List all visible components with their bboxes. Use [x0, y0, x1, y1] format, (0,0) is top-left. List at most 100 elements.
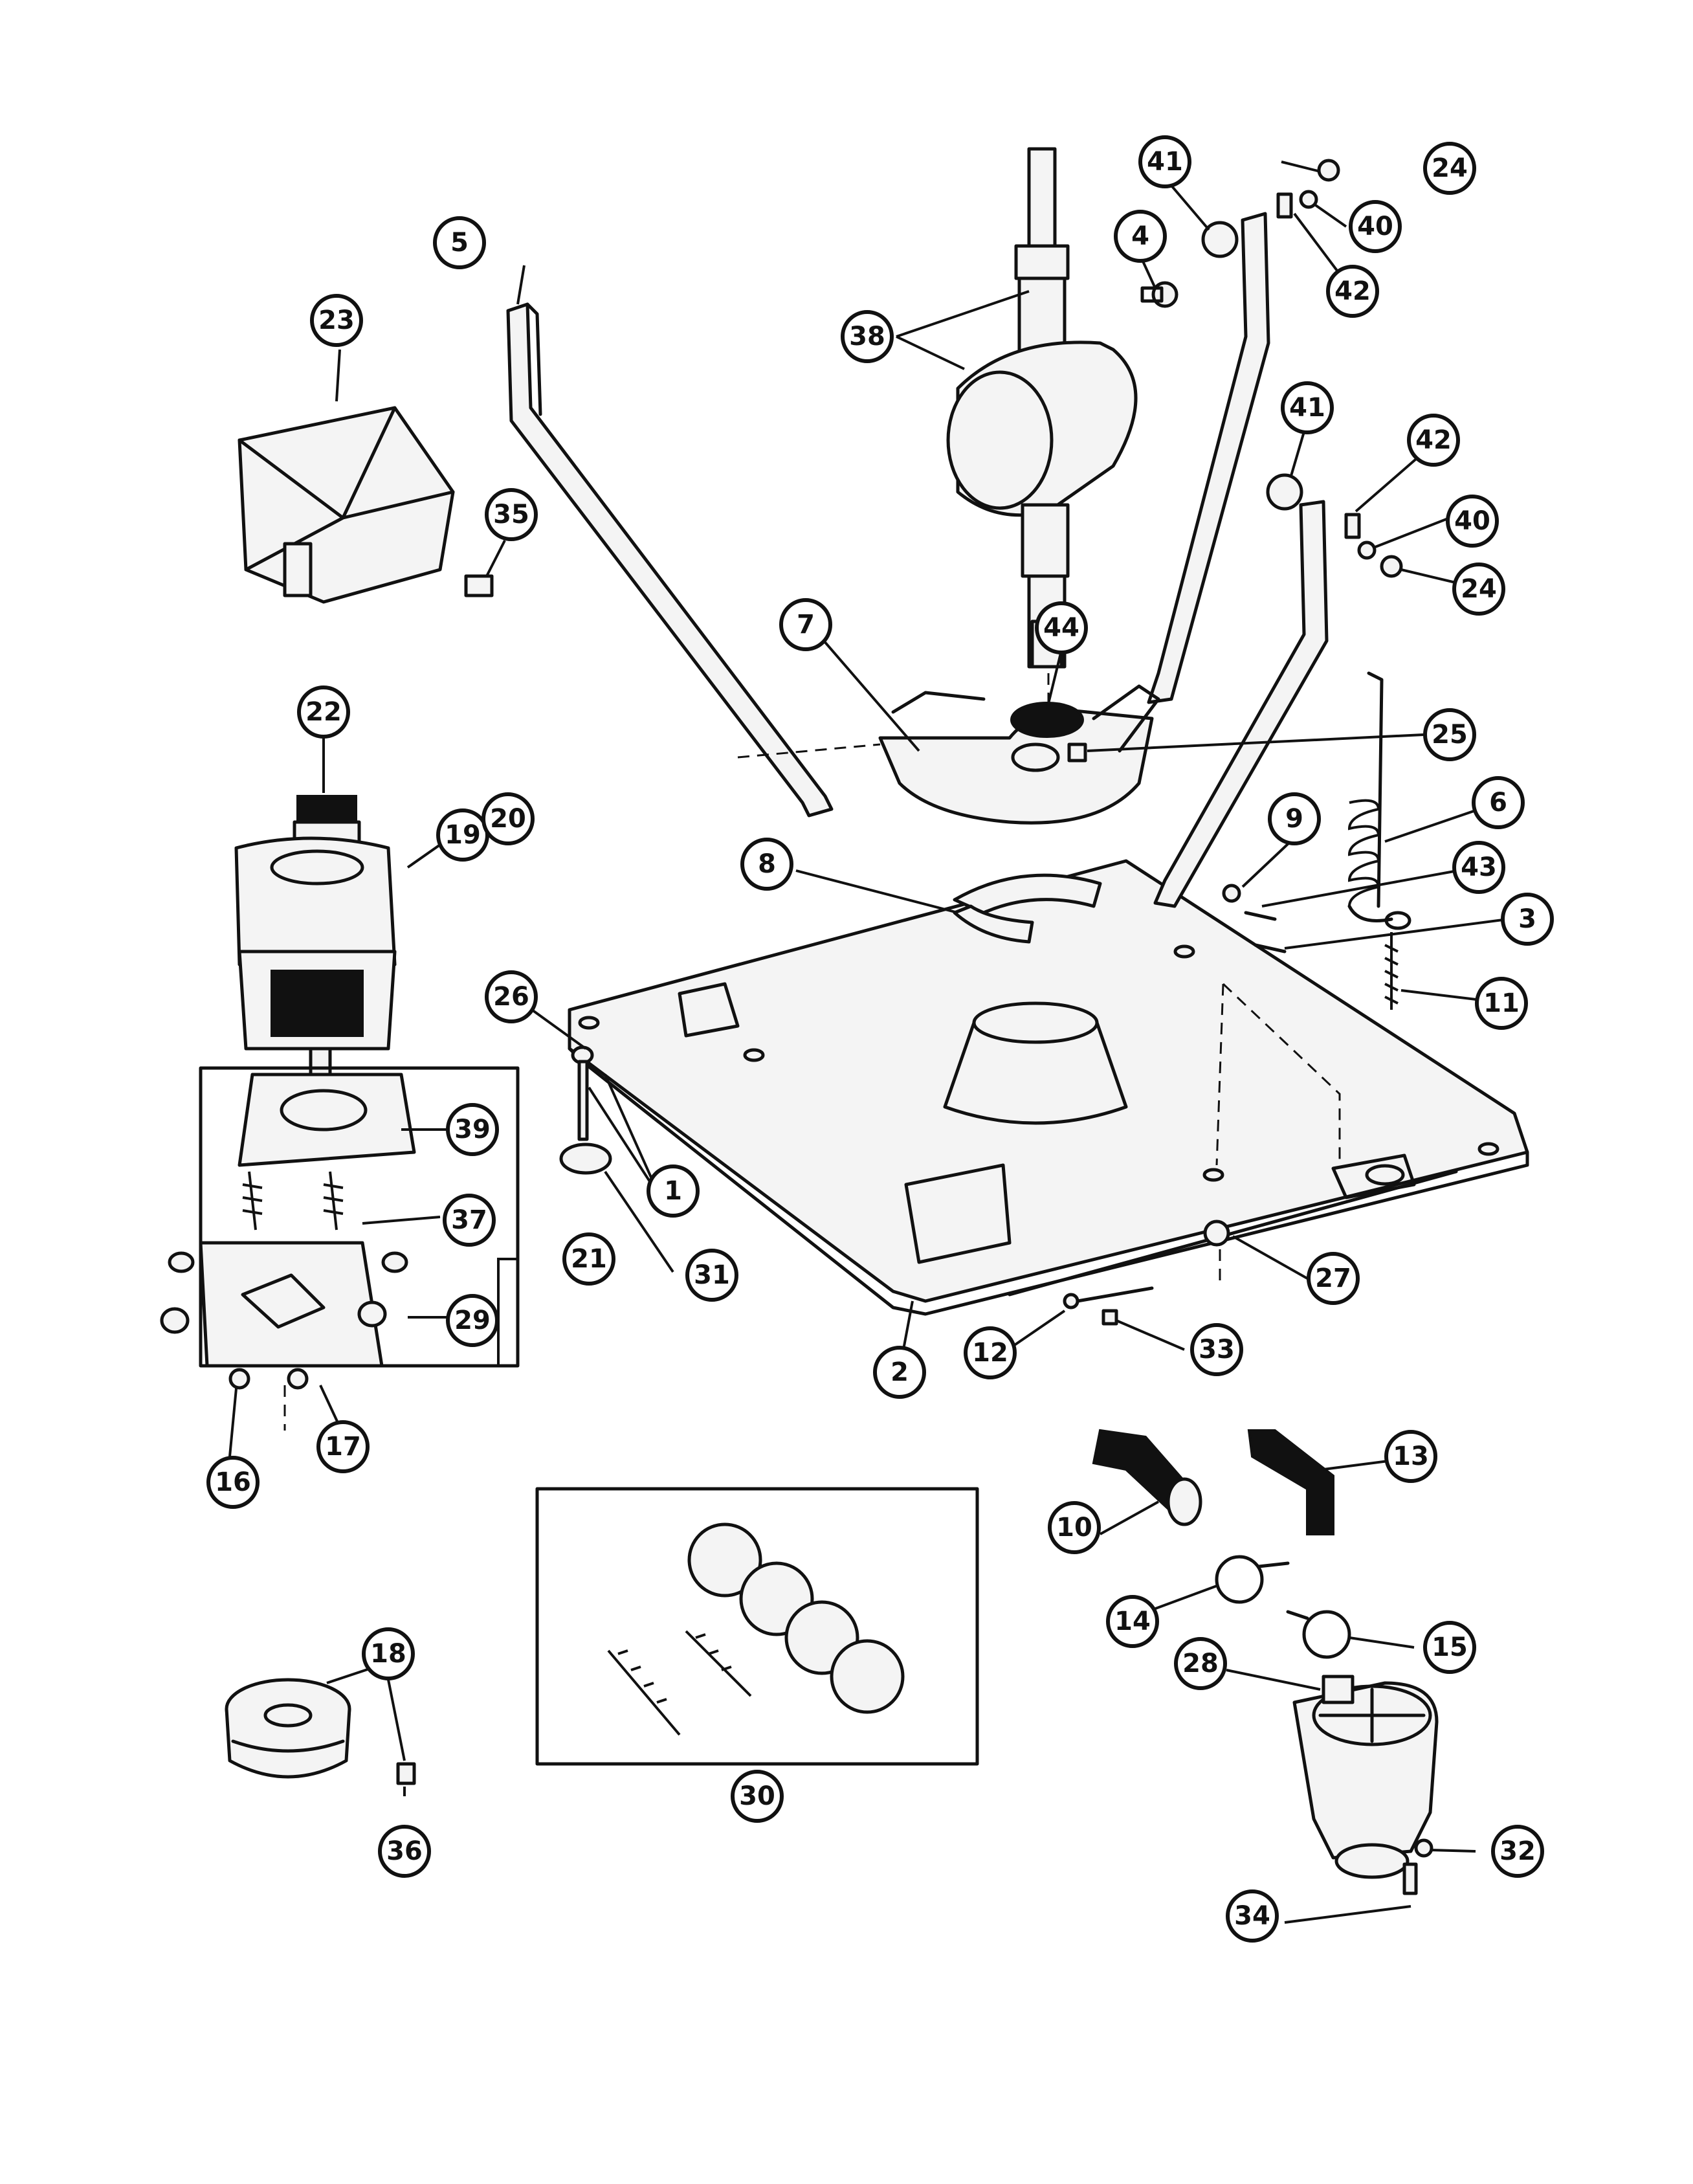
callout-23: 23 [310, 294, 363, 347]
callout-label: 7 [797, 610, 815, 640]
callout-17: 17 [316, 1420, 370, 1473]
callout-8: 8 [740, 838, 793, 891]
right-brace-upper [1147, 212, 1270, 704]
callout-label: 27 [1315, 1264, 1351, 1293]
callout-11: 11 [1475, 977, 1528, 1030]
callout-42-lower: 42 [1407, 414, 1460, 467]
callout-label: 5 [450, 228, 469, 258]
callout-label: 32 [1499, 1836, 1536, 1866]
callout-24-upper: 24 [1423, 142, 1476, 195]
callout-label: 13 [1393, 1442, 1429, 1471]
callout-label: 23 [318, 306, 355, 335]
callout-19: 19 [436, 808, 489, 862]
callout-label: 34 [1234, 1901, 1270, 1931]
callout-27: 27 [1307, 1252, 1360, 1305]
callout-40-upper: 40 [1349, 200, 1402, 253]
callout-label: 40 [1454, 506, 1490, 536]
callout-label: 26 [493, 982, 529, 1012]
callout-label: 1 [664, 1176, 682, 1206]
callout-label: 42 [1415, 425, 1452, 455]
callout-label: 29 [454, 1306, 491, 1335]
callout-26: 26 [485, 970, 538, 1023]
callout-14: 14 [1106, 1595, 1159, 1648]
callout-39: 39 [446, 1103, 499, 1156]
kit-box [535, 1487, 979, 1766]
callout-31: 31 [685, 1249, 738, 1302]
right-brace-lower [1153, 500, 1329, 908]
callout-label: 21 [571, 1244, 607, 1274]
callout-24-lower: 24 [1452, 563, 1505, 616]
callout-label: 44 [1043, 613, 1079, 643]
callout-20: 20 [481, 792, 535, 845]
callout-label: 14 [1114, 1607, 1151, 1636]
callout-label: 43 [1461, 852, 1497, 882]
callout-1: 1 [647, 1164, 700, 1218]
callout-label: 16 [215, 1467, 251, 1497]
base-plate [568, 859, 1529, 1316]
callout-label: 15 [1432, 1632, 1468, 1662]
callout-label: 2 [891, 1357, 909, 1387]
callout-label: 24 [1461, 574, 1497, 604]
callout-38: 38 [841, 310, 894, 363]
callout-label: 6 [1489, 788, 1507, 818]
callout-label: 40 [1357, 212, 1393, 241]
callout-13: 13 [1384, 1430, 1437, 1483]
callout-label: 11 [1483, 988, 1520, 1018]
callout-3: 3 [1501, 893, 1554, 946]
callout-5: 5 [433, 216, 486, 269]
split-ring [953, 873, 1102, 944]
callout-label: 10 [1056, 1513, 1092, 1543]
callout-41-upper: 41 [1138, 135, 1191, 188]
pulley [225, 1678, 416, 1785]
callout-16: 16 [206, 1456, 260, 1509]
callout-22: 22 [297, 685, 350, 739]
callout-label: 24 [1432, 153, 1468, 183]
callout-label: 35 [493, 500, 529, 529]
callout-label: 18 [370, 1639, 406, 1669]
callout-label: 12 [972, 1338, 1008, 1368]
callout-label: 3 [1518, 904, 1536, 934]
callout-2: 2 [873, 1346, 926, 1399]
callout-34: 34 [1226, 1889, 1279, 1943]
callout-label: 37 [451, 1205, 487, 1235]
callout-15: 15 [1423, 1621, 1476, 1674]
motor [234, 795, 397, 1096]
callout-label: 41 [1147, 147, 1183, 177]
left-brace [506, 302, 834, 818]
callout-4: 4 [1114, 210, 1167, 263]
hose-clamps [1215, 1555, 1351, 1659]
pump [1292, 1675, 1439, 1895]
hardware-upper-right [1140, 159, 1403, 953]
callout-label: 36 [386, 1836, 423, 1866]
callout-10: 10 [1048, 1501, 1101, 1554]
callout-41-lower: 41 [1281, 381, 1334, 434]
callout-25: 25 [1423, 708, 1476, 761]
callout-label: 9 [1285, 804, 1303, 834]
callout-6: 6 [1472, 776, 1525, 829]
callout-42-upper: 42 [1326, 265, 1379, 318]
callout-label: 17 [325, 1432, 361, 1462]
callout-7: 7 [779, 598, 832, 651]
callout-label: 8 [758, 849, 776, 879]
callout-44: 44 [1035, 601, 1088, 654]
callout-32: 32 [1491, 1825, 1544, 1878]
callout-29: 29 [446, 1294, 499, 1347]
callout-label: 19 [445, 820, 481, 850]
callout-label: 20 [490, 804, 526, 834]
callout-label: 30 [739, 1781, 775, 1811]
callout-37: 37 [443, 1194, 496, 1247]
callout-30: 30 [731, 1770, 784, 1823]
small-parts [464, 574, 1230, 1326]
callout-label: 28 [1182, 1649, 1219, 1678]
callout-36: 36 [378, 1825, 431, 1878]
callout-label: 31 [694, 1260, 730, 1290]
callout-43: 43 [1452, 841, 1505, 894]
callout-label: 39 [454, 1115, 491, 1144]
transmission [946, 147, 1138, 669]
motor-cover [238, 406, 455, 604]
callout-9: 9 [1268, 792, 1321, 845]
motor-mount-assembly [160, 1066, 520, 1390]
callout-label: 4 [1131, 221, 1149, 251]
callout-21: 21 [562, 1232, 615, 1286]
